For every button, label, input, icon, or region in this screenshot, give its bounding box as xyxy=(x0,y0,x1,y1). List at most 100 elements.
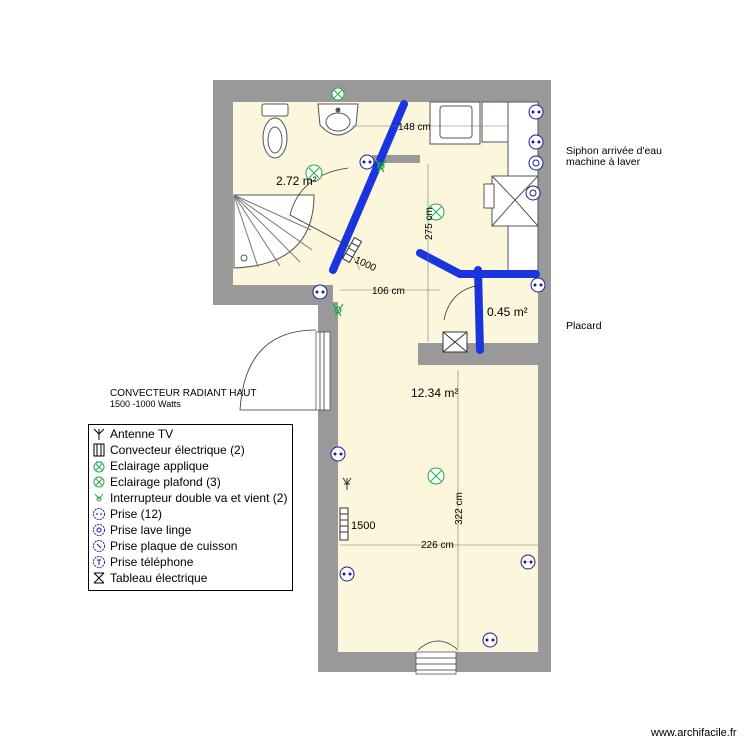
socket-icon xyxy=(330,446,346,462)
ceiling-light-icon xyxy=(427,467,445,485)
closet-area: 0.45 m² xyxy=(487,305,528,319)
heater-power: 1500 xyxy=(351,520,375,532)
antenna-icon xyxy=(91,426,107,442)
bottom-door-arc xyxy=(417,640,459,651)
plan-text: 2.72 m² 0.45 m² 12.34 m² 148 cm 106 cm 2… xyxy=(276,122,528,551)
plumbing xyxy=(329,100,540,354)
electric-panel-icon xyxy=(91,570,107,586)
kitchen-fixtures xyxy=(429,101,539,273)
socket-icon xyxy=(482,632,498,648)
main-area: 12.34 m² xyxy=(411,386,458,400)
toilet xyxy=(261,103,289,159)
bathroom-fixtures xyxy=(233,103,359,269)
legend-item: Prise lave linge xyxy=(89,522,191,538)
legend-item: Eclairage applique xyxy=(89,458,209,474)
washbasin xyxy=(317,103,359,136)
hall-floor xyxy=(330,102,430,302)
wall-right-block xyxy=(538,290,551,672)
washer-socket-icon xyxy=(91,522,107,538)
legend-label: Eclairage applique xyxy=(110,459,209,473)
switches xyxy=(332,159,387,317)
closet-floor xyxy=(480,275,538,343)
legend-item: Prise téléphone xyxy=(89,554,193,570)
legend-item: Eclairage plafond (3) xyxy=(89,474,221,490)
legend-item: Interrupteur double va et vient (2) xyxy=(89,490,287,506)
legend-item: Tableau électrique xyxy=(89,570,207,586)
top-width-dim: 148 cm xyxy=(398,122,431,133)
closet-note: Placard xyxy=(566,320,602,332)
bathroom-right-wall xyxy=(372,155,420,163)
socket-icon xyxy=(339,566,355,582)
bath-bottom-partition xyxy=(213,285,333,305)
worktop xyxy=(481,101,509,143)
sockets xyxy=(312,104,546,648)
shower xyxy=(233,194,315,269)
switch-icon xyxy=(332,303,344,317)
ceiling-lights xyxy=(305,164,445,485)
watermark: www.archifacile.fr xyxy=(651,727,737,739)
legend-label: Antenne TV xyxy=(110,427,174,441)
convector-icon xyxy=(91,442,107,458)
entrance-door-frame xyxy=(315,331,331,411)
legend: Antenne TV Convecteur électrique (2) Ecl… xyxy=(88,424,293,591)
heater xyxy=(339,507,349,541)
siphon-note: Siphon arrivée d'eau machine à laver xyxy=(566,146,696,168)
wall-light-icon xyxy=(331,87,345,101)
ceiling-light-icon xyxy=(305,164,323,182)
wall-lights xyxy=(331,87,345,101)
convector-title: CONVECTEUR RADIANT HAUT xyxy=(110,388,257,399)
socket-icon xyxy=(520,554,536,570)
socket-icon xyxy=(312,284,328,300)
switch-icon xyxy=(91,490,107,506)
socket-icon xyxy=(359,154,375,170)
legend-label: Prise (12) xyxy=(110,507,163,521)
kitchen-height-dim: 275 cm xyxy=(424,207,435,240)
legend-item: Prise (12) xyxy=(89,506,162,522)
cooktop-socket-icon xyxy=(525,185,541,201)
convector-power: 1500 -1000 Watts xyxy=(110,399,181,409)
ceiling-light-icon xyxy=(91,474,107,490)
closet-pipe xyxy=(474,266,484,354)
socket-icon xyxy=(91,506,107,522)
main-floor xyxy=(338,365,538,652)
main-width-dim: 226 cm xyxy=(421,540,454,551)
socket-icon xyxy=(530,277,546,293)
bathroom-door-arc xyxy=(289,167,353,249)
socket-icon xyxy=(528,104,544,120)
closet-label: Placard xyxy=(566,320,602,332)
phone-socket-icon xyxy=(91,554,107,570)
legend-item: Prise plaque de cuisson xyxy=(89,538,237,554)
steps xyxy=(415,651,457,675)
bath-heater xyxy=(341,236,363,264)
hall-corridor-floor xyxy=(338,280,420,370)
convector-note: CONVECTEUR RADIANT HAUT 1500 -1000 Watts xyxy=(110,388,257,410)
closet-door-arc xyxy=(443,284,481,321)
electric-panel xyxy=(442,331,468,353)
hall-width-dim: 106 cm xyxy=(372,286,405,297)
entrance-door-arc xyxy=(239,329,317,411)
kitchen-pipe xyxy=(416,249,540,278)
legend-item: Convecteur électrique (2) xyxy=(89,442,245,458)
doors xyxy=(239,167,481,675)
switch-icon xyxy=(375,159,387,173)
wall-light-icon xyxy=(91,458,107,474)
antenna-icon xyxy=(342,477,352,490)
diagonal-pipe xyxy=(329,100,408,274)
bathroom-area: 2.72 m² xyxy=(276,174,317,188)
cooktop-socket-icon xyxy=(91,538,107,554)
siphon-label: Siphon arrivée d'eau machine à laver xyxy=(566,145,662,168)
washer-socket-icon xyxy=(528,155,544,171)
legend-label: Prise lave linge xyxy=(110,523,192,537)
legend-label: Eclairage plafond (3) xyxy=(110,475,221,489)
legend-label: Prise plaque de cuisson xyxy=(110,539,238,553)
ceiling-light-icon xyxy=(427,203,445,221)
legend-label: Tableau électrique xyxy=(110,571,208,585)
socket-icon xyxy=(528,134,544,150)
legend-item: Antenne TV xyxy=(89,426,173,442)
legend-label: Interrupteur double va et vient (2) xyxy=(110,491,288,505)
legend-label: Prise téléphone xyxy=(110,555,194,569)
dimension-lines xyxy=(340,125,538,648)
legend-label: Convecteur électrique (2) xyxy=(110,443,245,457)
partitions xyxy=(213,155,538,365)
